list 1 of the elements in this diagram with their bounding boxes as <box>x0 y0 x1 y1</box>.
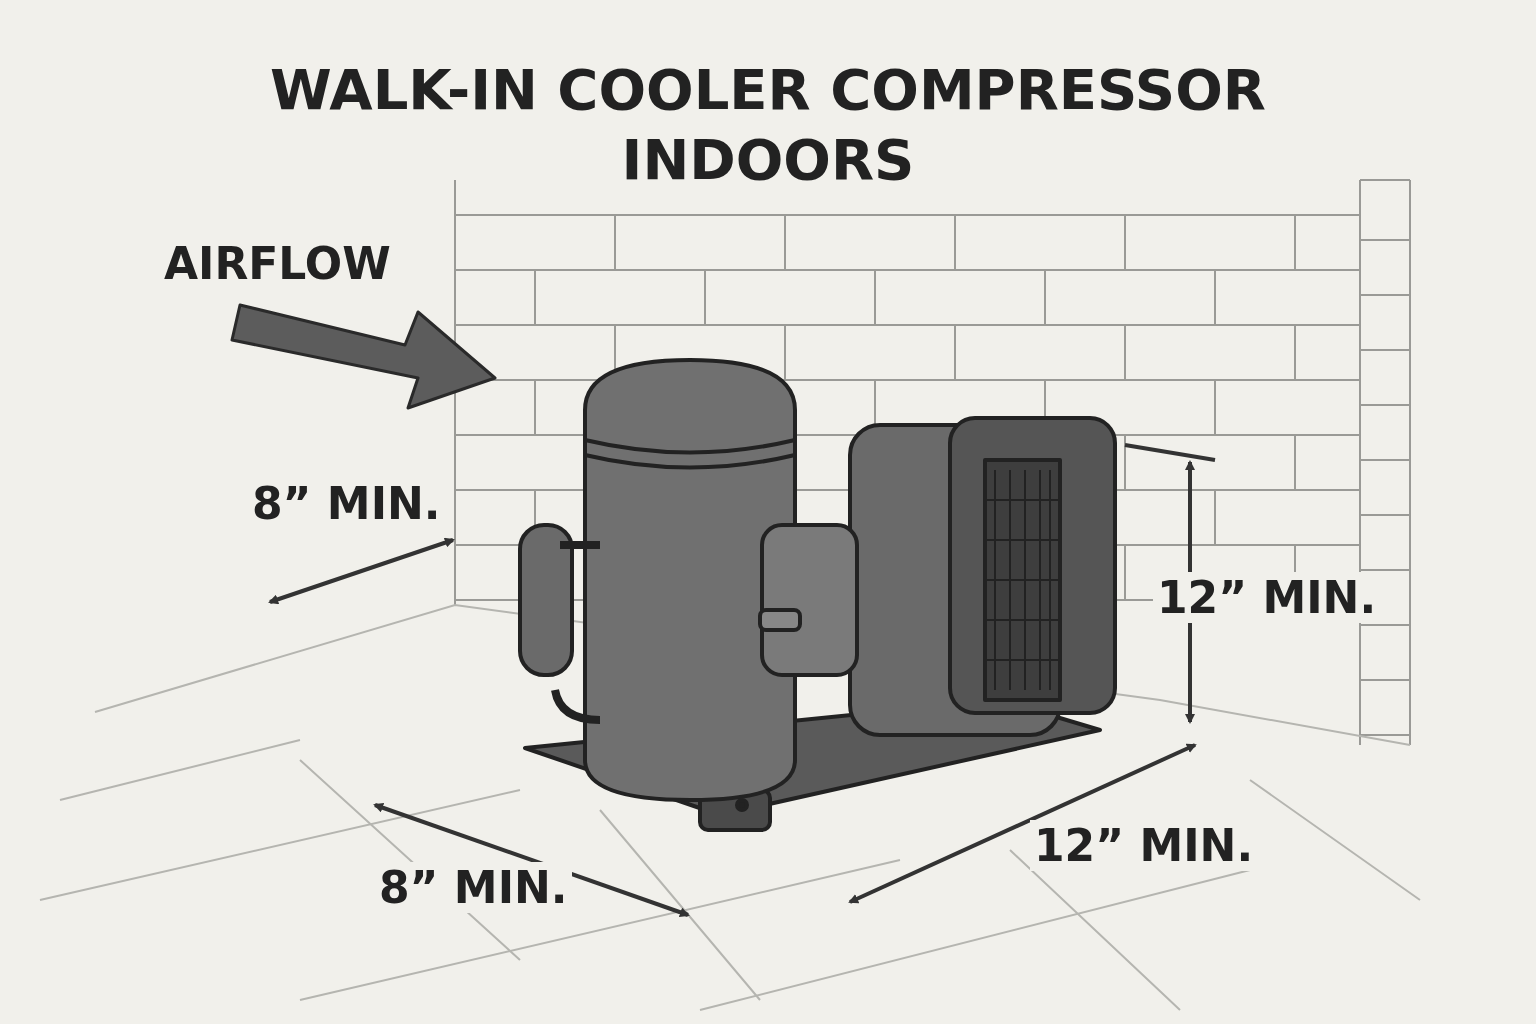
title: WALK-IN COOLER COMPRESSOR INDOORS <box>269 56 1267 194</box>
